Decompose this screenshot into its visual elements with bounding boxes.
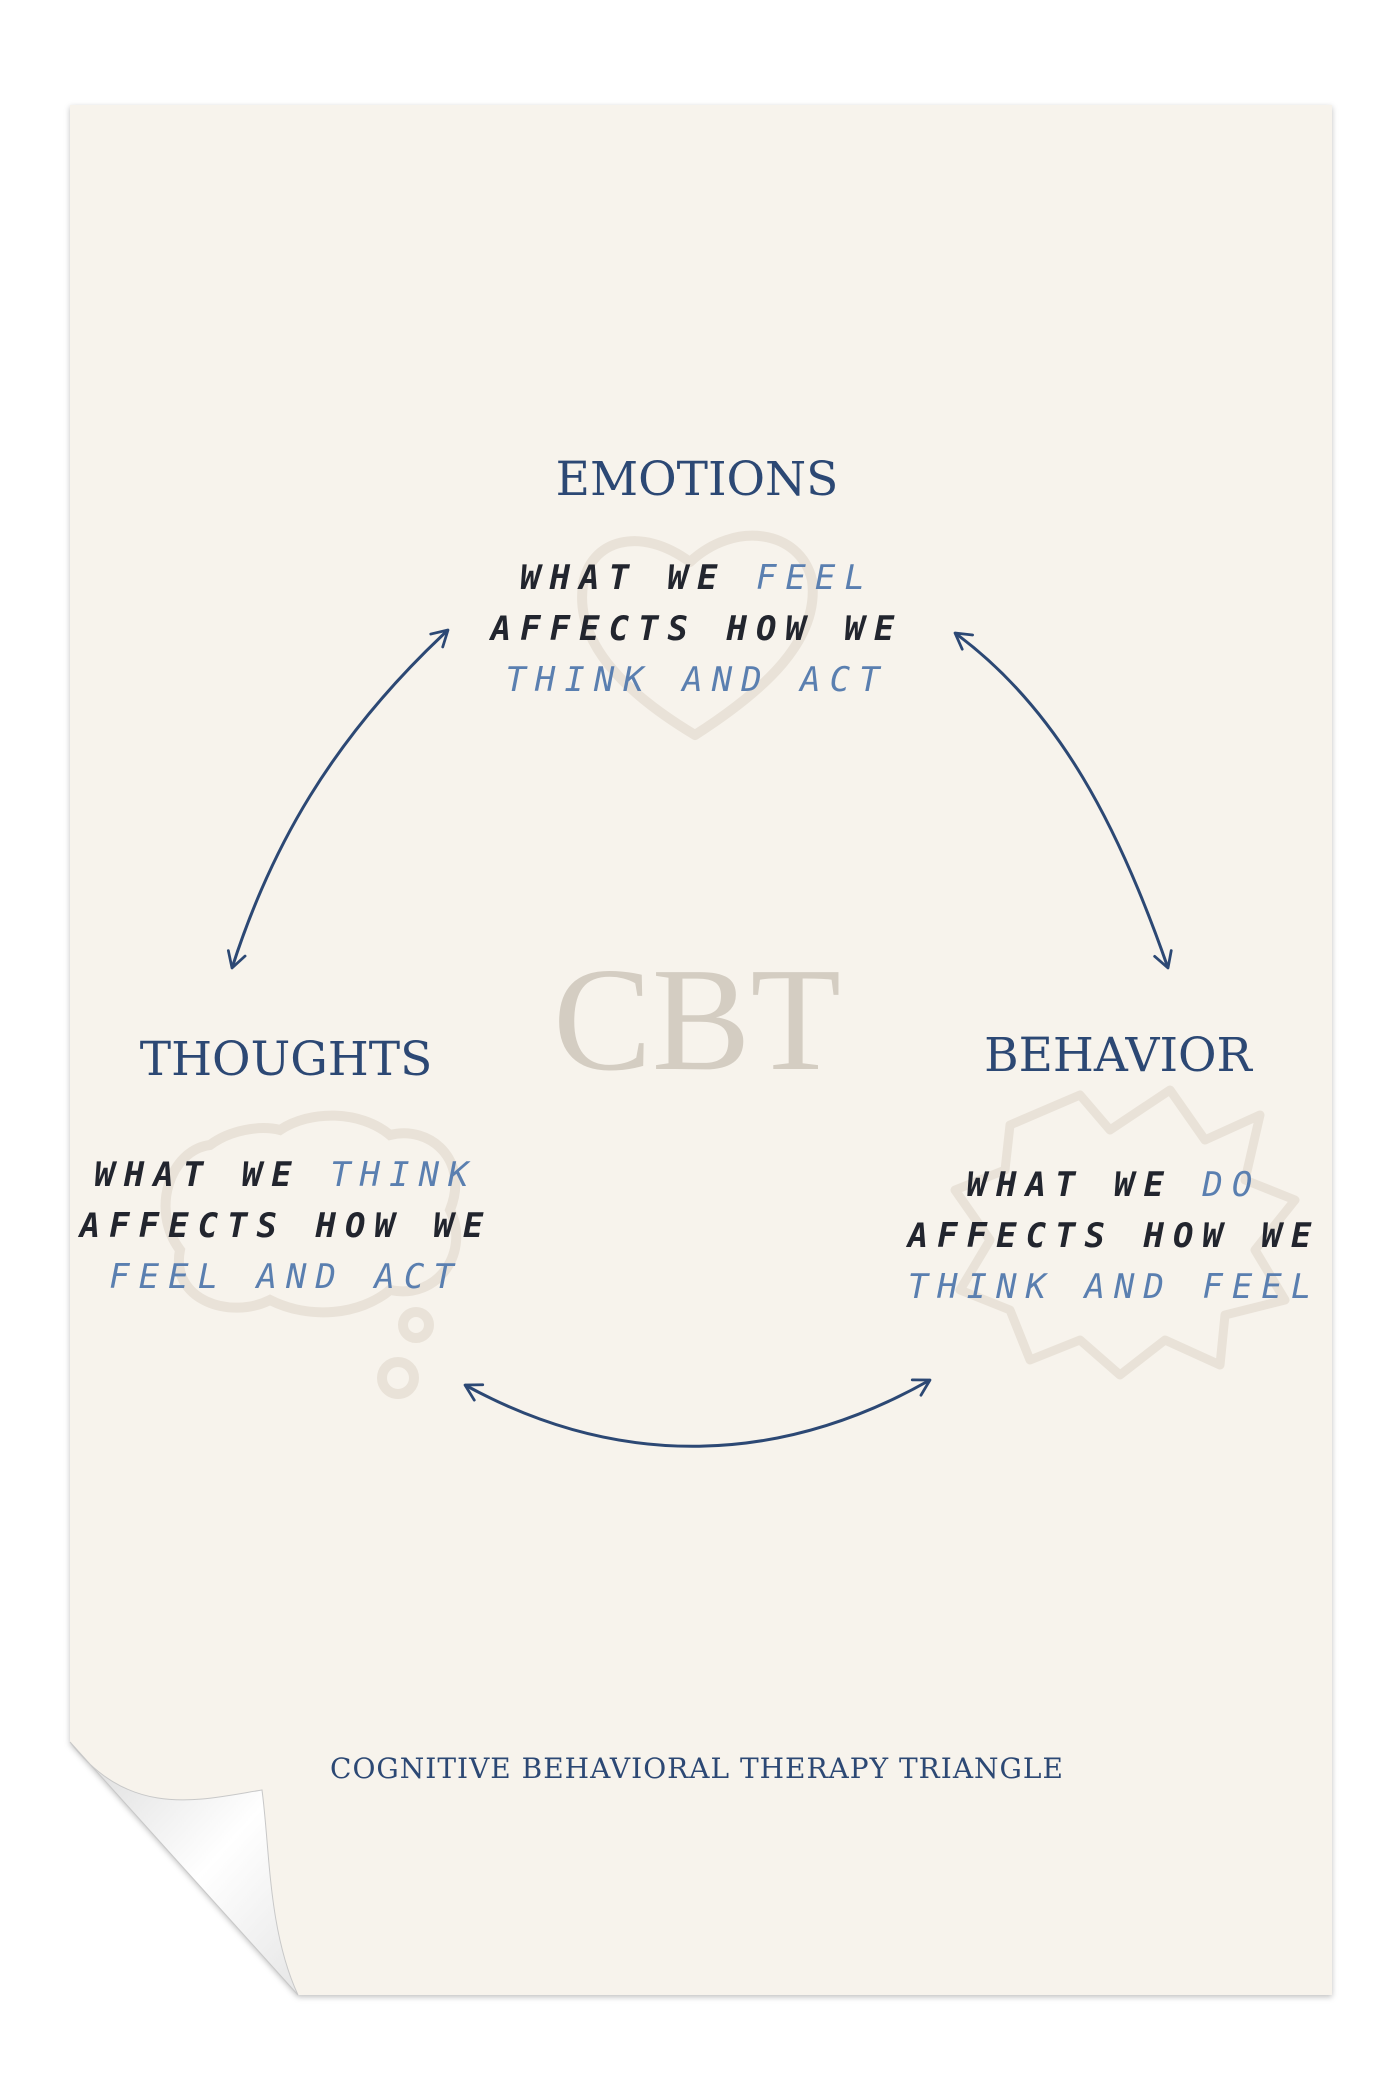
emotions-line-3: THINK AND ACT (505, 660, 889, 700)
footer-caption: COGNITIVE BEHAVIORAL THERAPY TRIANGLE (330, 1752, 1064, 1785)
arrow-emotions-behavior (953, 631, 1173, 970)
node-behavior-title: BEHAVIOR (984, 1028, 1252, 1083)
node-behavior-description: WHAT WE DO AFFECTS HOW WE THINK AND FEEL (908, 1160, 1321, 1313)
emotions-line-1: WHAT WE FEEL (520, 558, 874, 598)
behavior-line-2: AFFECTS HOW WE (907, 1216, 1321, 1256)
thought-bubble-doodle-icon (160, 1110, 462, 1399)
page-curl-icon (69, 1741, 299, 1996)
behavior-line-3: THINK AND FEEL (907, 1267, 1321, 1307)
node-thoughts-title: THOUGHTS (139, 1032, 433, 1087)
starburst-doodle-icon (950, 1085, 1300, 1380)
arrow-thoughts-emotions (226, 628, 450, 970)
paper-background (70, 105, 1332, 1995)
node-thoughts-description: WHAT WE THINK AFFECTS HOW WE FEEL AND AC… (80, 1150, 493, 1303)
heart-doodle-icon (577, 530, 818, 740)
emotions-line-2: AFFECTS HOW WE (490, 609, 904, 649)
cbt-center-label: CBT (553, 938, 841, 1102)
arrow-thoughts-behavior (463, 1378, 932, 1448)
node-emotions-title: EMOTIONS (555, 452, 839, 507)
thoughts-line-2: AFFECTS HOW WE (79, 1206, 493, 1246)
node-emotions-description: WHAT WE FEEL AFFECTS HOW WE THINK AND AC… (491, 553, 904, 706)
behavior-line-1: WHAT WE DO (966, 1165, 1262, 1205)
thoughts-line-1: WHAT WE THINK (94, 1155, 478, 1195)
thoughts-line-3: FEEL AND ACT (109, 1257, 463, 1297)
